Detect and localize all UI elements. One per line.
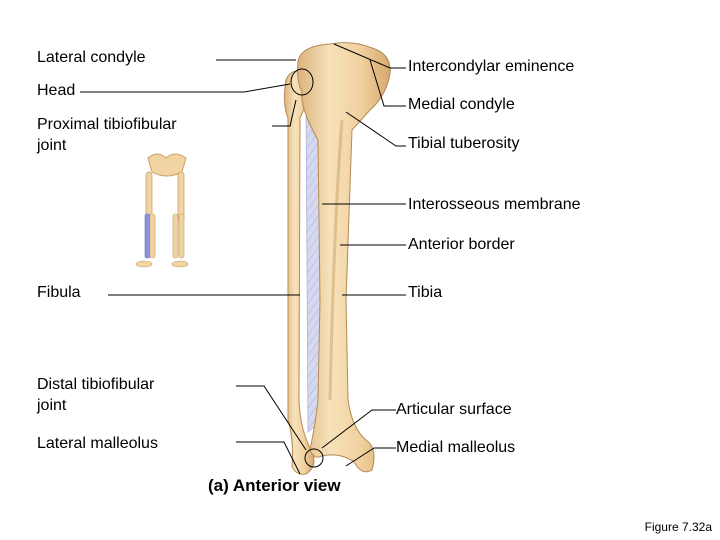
label-proximal-tibiofibular-joint: Proximal tibiofibular joint (37, 114, 177, 156)
label-anterior-border: Anterior border (408, 236, 515, 253)
label-distal-tibiofibular-joint: Distal tibiofibular joint (37, 374, 154, 416)
label-articular-surface: Articular surface (396, 401, 512, 418)
label-tibia: Tibia (408, 284, 443, 301)
label-fibula: Fibula (37, 284, 81, 301)
skeleton-thumbnail (135, 153, 189, 268)
fibula-highlight-left (144, 213, 151, 259)
label-lateral-condyle: Lateral condyle (37, 49, 146, 66)
label-intercondylar-eminence: Intercondylar eminence (408, 58, 575, 75)
label-interosseous-membrane: Interosseous membrane (408, 196, 581, 213)
label-proximal-line-1: Proximal tibiofibular (37, 116, 177, 133)
label-distal-line-2: joint (37, 397, 67, 414)
distal-joint-marker (304, 448, 324, 468)
label-medial-condyle: Medial condyle (408, 96, 515, 113)
label-proximal-line-2: joint (37, 137, 67, 154)
label-tibial-tuberosity: Tibial tuberosity (408, 135, 520, 152)
leader-lines (80, 43, 406, 475)
figure-number: Figure 7.32a (644, 520, 712, 534)
label-lateral-malleolus: Lateral malleolus (37, 435, 158, 452)
proximal-joint-marker (290, 68, 314, 96)
label-head: Head (37, 82, 76, 99)
view-caption: (a) Anterior view (208, 476, 341, 495)
tibia-bone (297, 42, 391, 473)
label-distal-line-1: Distal tibiofibular (37, 376, 155, 393)
label-medial-malleolus: Medial malleolus (396, 439, 516, 456)
